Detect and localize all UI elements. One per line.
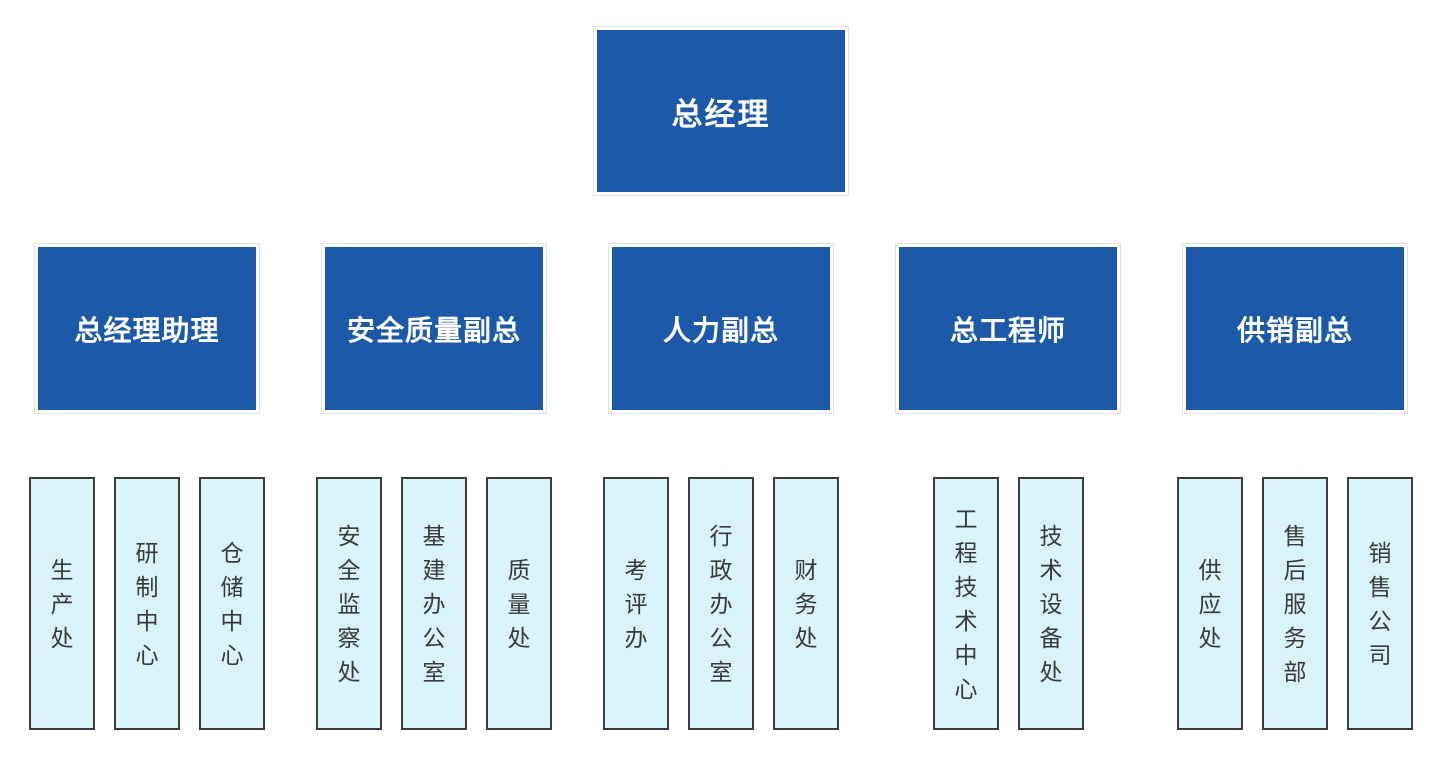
node-gm-assistant-label: 总经理助理 <box>74 314 220 346</box>
dept-warehouse-center-label: 仓储中心 <box>220 539 244 668</box>
dept-group-supply-sales: 供应处 售后服务部 销售公司 <box>1177 477 1413 730</box>
dept-safety-inspection-label: 安全监察处 <box>337 522 361 685</box>
dept-supply: 供应处 <box>1177 477 1243 730</box>
dept-sales-company: 销售公司 <box>1347 477 1413 730</box>
node-hr-vp-label: 人力副总 <box>662 314 779 346</box>
dept-quality: 质量处 <box>486 477 552 730</box>
node-hr-vp: 人力副总 <box>608 243 834 414</box>
node-safety-quality-vp: 安全质量副总 <box>321 243 547 414</box>
dept-finance: 财务处 <box>773 477 839 730</box>
dept-infrastructure-office: 基建办公室 <box>401 477 467 730</box>
dept-quality-label: 质量处 <box>507 556 531 651</box>
dept-engineering-tech-center: 工程技术中心 <box>933 477 999 730</box>
dept-after-sales-service: 售后服务部 <box>1262 477 1328 730</box>
node-general-manager-label: 总经理 <box>671 96 771 132</box>
dept-warehouse-center: 仓储中心 <box>199 477 265 730</box>
dept-assessment-office-label: 考评办 <box>624 556 648 651</box>
dept-production: 生产处 <box>29 477 95 730</box>
dept-rd-center: 研制中心 <box>114 477 180 730</box>
dept-finance-label: 财务处 <box>794 556 818 651</box>
dept-safety-inspection: 安全监察处 <box>316 477 382 730</box>
dept-admin-office: 行政办公室 <box>688 477 754 730</box>
node-safety-quality-vp-label: 安全质量副总 <box>346 314 521 346</box>
dept-assessment-office: 考评办 <box>603 477 669 730</box>
dept-group-hr: 考评办 行政办公室 财务处 <box>603 477 839 730</box>
node-chief-engineer: 总工程师 <box>895 243 1121 414</box>
node-chief-engineer-label: 总工程师 <box>949 314 1066 346</box>
dept-group-chief-engineer: 工程技术中心 技术设备处 <box>933 477 1084 730</box>
dept-tech-equipment: 技术设备处 <box>1018 477 1084 730</box>
dept-engineering-tech-center-label: 工程技术中心 <box>954 505 978 702</box>
dept-infrastructure-office-label: 基建办公室 <box>422 522 446 685</box>
node-gm-assistant: 总经理助理 <box>34 243 260 414</box>
dept-group-safety-quality: 安全监察处 基建办公室 质量处 <box>316 477 552 730</box>
dept-sales-company-label: 销售公司 <box>1368 539 1392 668</box>
dept-supply-label: 供应处 <box>1198 556 1222 651</box>
dept-group-gm-assistant: 生产处 研制中心 仓储中心 <box>29 477 265 730</box>
node-general-manager: 总经理 <box>593 26 849 196</box>
dept-rd-center-label: 研制中心 <box>135 539 159 668</box>
node-supply-sales-vp-label: 供销副总 <box>1236 314 1353 346</box>
dept-tech-equipment-label: 技术设备处 <box>1039 522 1063 685</box>
dept-admin-office-label: 行政办公室 <box>709 522 733 685</box>
dept-after-sales-service-label: 售后服务部 <box>1283 522 1307 685</box>
node-supply-sales-vp: 供销副总 <box>1182 243 1408 414</box>
dept-production-label: 生产处 <box>50 556 74 651</box>
